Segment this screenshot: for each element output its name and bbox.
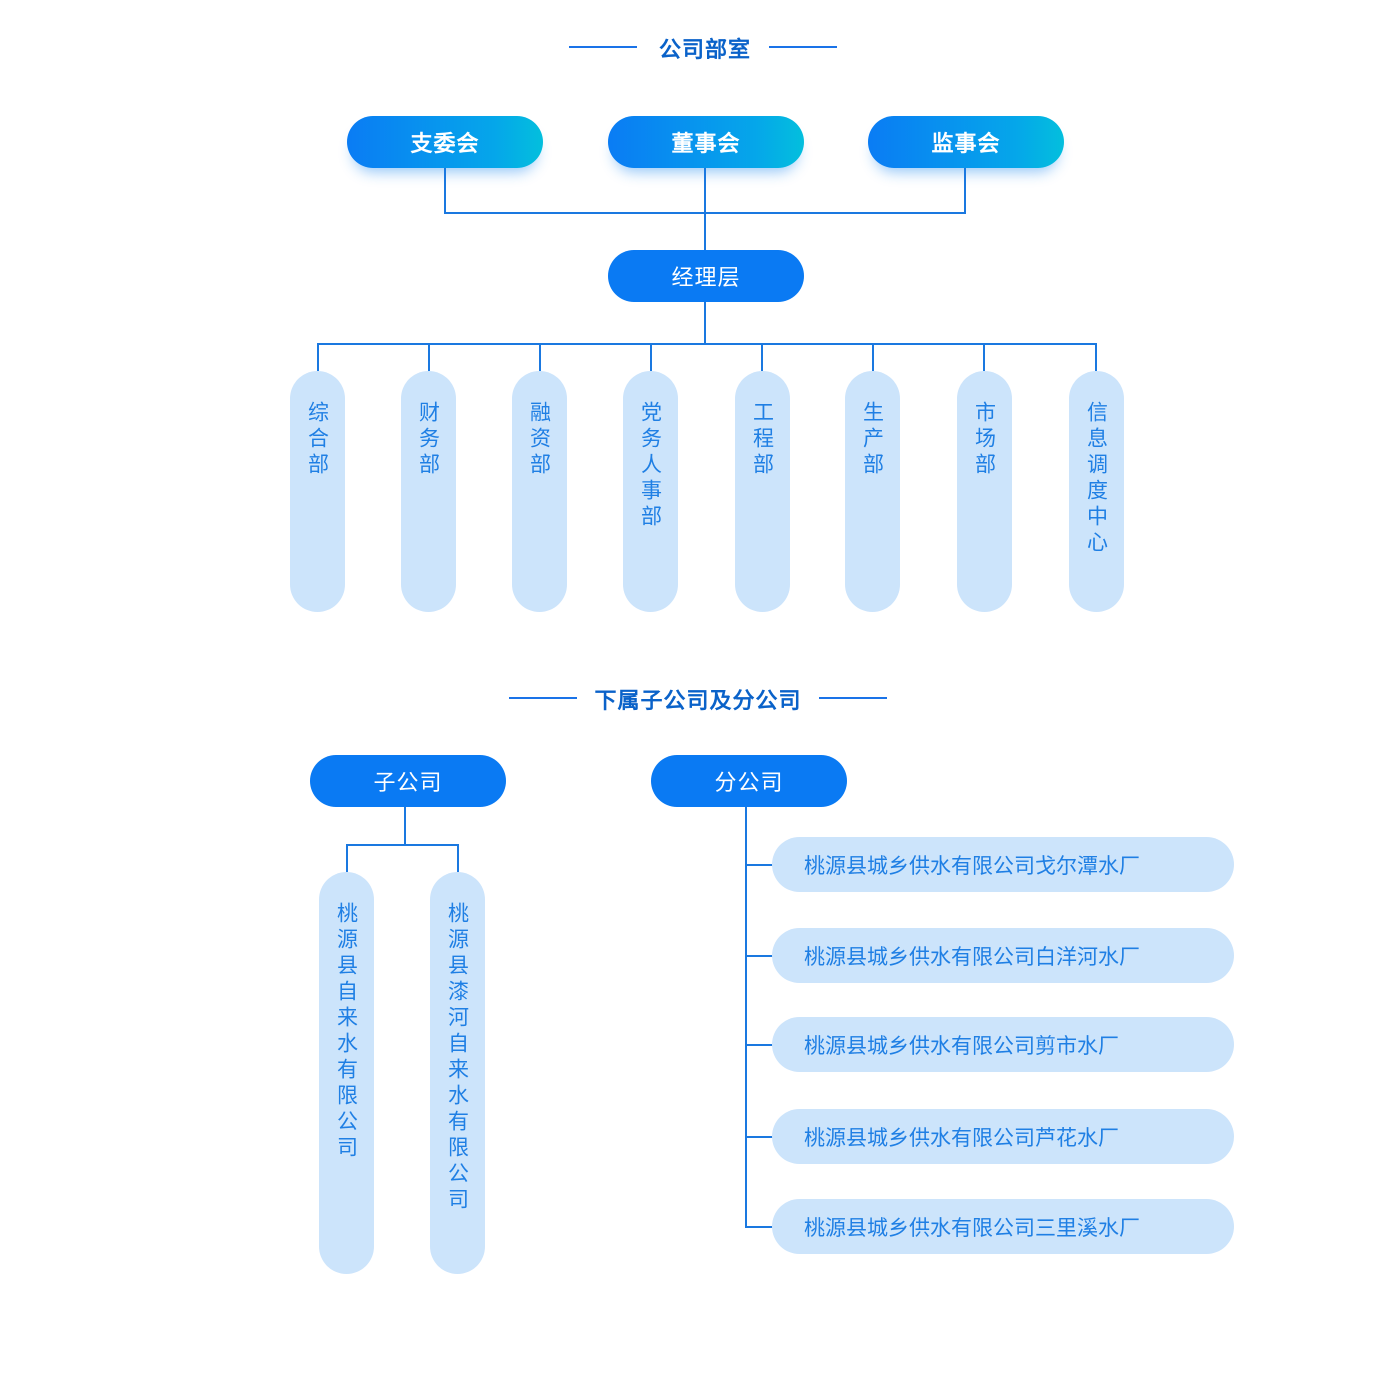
department-label: 财务部 bbox=[416, 401, 441, 479]
subsidiary-taoyuan-water[interactable]: 桃源县自来水有限公司 bbox=[319, 872, 374, 1274]
connector-line bbox=[745, 807, 747, 1228]
department-label: 党务人事部 bbox=[638, 401, 663, 531]
connector-line bbox=[404, 807, 406, 845]
connector-line bbox=[317, 343, 319, 371]
title-line-left bbox=[569, 46, 637, 48]
connector-line bbox=[745, 955, 773, 957]
connector-line bbox=[964, 168, 966, 214]
subsidiary-label: 桃源县自来水有限公司 bbox=[334, 902, 359, 1162]
connector-line bbox=[704, 302, 706, 344]
subsidiary-qihe-water[interactable]: 桃源县漆河自来水有限公司 bbox=[430, 872, 485, 1274]
department-label: 综合部 bbox=[305, 401, 330, 479]
department-dispatch-center[interactable]: 信息调度中心 bbox=[1069, 371, 1124, 612]
connector-line bbox=[761, 343, 763, 371]
branch-sanlixi-plant[interactable]: 桃源县城乡供水有限公司三里溪水厂 bbox=[772, 1199, 1234, 1254]
department-engineering[interactable]: 工程部 bbox=[735, 371, 790, 612]
connector-line bbox=[346, 844, 459, 846]
department-production[interactable]: 生产部 bbox=[845, 371, 900, 612]
connector-line bbox=[457, 844, 459, 872]
department-label: 信息调度中心 bbox=[1084, 401, 1109, 557]
subsidiary-header-node[interactable]: 子公司 bbox=[310, 755, 506, 807]
branch-header-node[interactable]: 分公司 bbox=[651, 755, 847, 807]
title-line-right bbox=[769, 46, 837, 48]
branch-luhua-plant[interactable]: 桃源县城乡供水有限公司芦花水厂 bbox=[772, 1109, 1234, 1164]
connector-line bbox=[1095, 343, 1097, 371]
connector-line bbox=[745, 1226, 773, 1228]
department-financing[interactable]: 融资部 bbox=[512, 371, 567, 612]
department-label: 工程部 bbox=[750, 401, 775, 479]
branch-baiyanghe-plant[interactable]: 桃源县城乡供水有限公司白洋河水厂 bbox=[772, 928, 1234, 983]
connector-line bbox=[650, 343, 652, 371]
branch-committee-node[interactable]: 支委会 bbox=[347, 116, 543, 168]
connector-line bbox=[745, 1044, 773, 1046]
board-of-directors-node[interactable]: 董事会 bbox=[608, 116, 804, 168]
connector-line bbox=[444, 212, 966, 214]
connector-line bbox=[872, 343, 874, 371]
department-general-office[interactable]: 综合部 bbox=[290, 371, 345, 612]
supervisory-board-node[interactable]: 监事会 bbox=[868, 116, 1064, 168]
connector-line bbox=[539, 343, 541, 371]
department-label: 融资部 bbox=[527, 401, 552, 479]
connector-line bbox=[704, 168, 706, 250]
department-party-hr[interactable]: 党务人事部 bbox=[623, 371, 678, 612]
department-marketing[interactable]: 市场部 bbox=[957, 371, 1012, 612]
title-line-right bbox=[819, 697, 887, 699]
branch-getan-plant[interactable]: 桃源县城乡供水有限公司戈尔潭水厂 bbox=[772, 837, 1234, 892]
department-label: 生产部 bbox=[860, 401, 885, 479]
section-title-subsidiaries: 下属子公司及分公司 bbox=[594, 689, 802, 714]
connector-line bbox=[317, 343, 1097, 345]
connector-line bbox=[983, 343, 985, 371]
subsidiary-label: 桃源县漆河自来水有限公司 bbox=[445, 902, 470, 1214]
title-line-left bbox=[509, 697, 577, 699]
management-node[interactable]: 经理层 bbox=[608, 250, 804, 302]
department-finance[interactable]: 财务部 bbox=[401, 371, 456, 612]
connector-line bbox=[428, 343, 430, 371]
connector-line bbox=[346, 844, 348, 872]
connector-line bbox=[745, 864, 773, 866]
branch-jianshi-plant[interactable]: 桃源县城乡供水有限公司剪市水厂 bbox=[772, 1017, 1234, 1072]
department-label: 市场部 bbox=[972, 401, 997, 479]
connector-line bbox=[745, 1136, 773, 1138]
section-title-departments: 公司部室 bbox=[658, 38, 751, 63]
connector-line bbox=[444, 168, 446, 214]
